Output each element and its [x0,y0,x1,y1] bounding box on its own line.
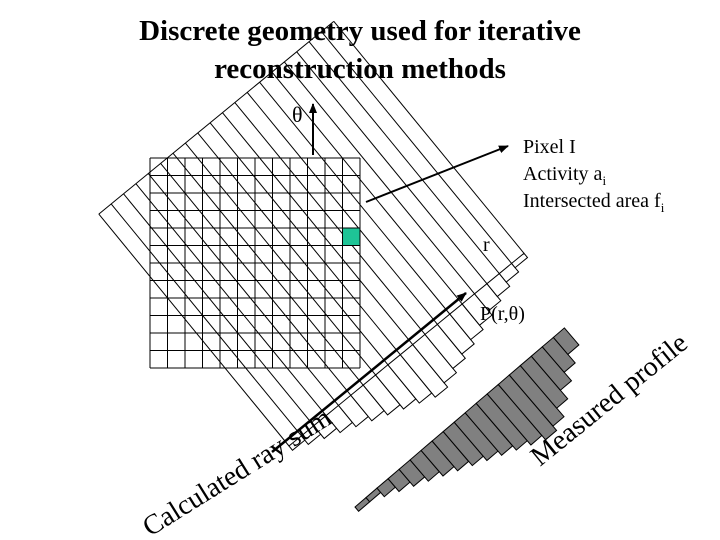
calculated-bar [424,323,467,370]
measured-bar [508,364,565,427]
calculated-bar [436,313,475,355]
pixel-grid [149,157,361,369]
ray-line [197,132,389,366]
measured-bar [519,355,569,409]
calculated-bar [399,343,449,398]
ray-line [98,213,290,447]
highlighted-pixel [342,227,361,246]
pixel-name-label: Pixel I [523,136,576,158]
ray-line [147,173,339,406]
ray-line [308,41,500,274]
measured-bar [541,336,576,374]
pixel-pointer-arrow [365,145,509,203]
ray-line [209,122,401,356]
ray-line [222,112,414,345]
ray-line [283,61,475,295]
calculated-bar [461,293,493,326]
ray-line [110,203,302,437]
ray-line [321,31,513,264]
ray-line [172,152,364,386]
ray-line [234,102,426,335]
calculated-bar [473,282,502,312]
slide-title: Discrete geometry used for iterative rec… [0,12,720,88]
projection-axis-arrow [271,292,467,453]
pixel-activity-label: Activity ai [523,163,606,188]
ray-line [333,21,525,254]
calculated-bar [449,303,484,341]
calculated-ray-sum-profile [288,252,529,452]
ray-line [123,193,315,427]
pixel-area-label: Intersected area fi [523,190,665,215]
ray-line [296,51,488,285]
calculated-bar [486,272,511,298]
calculated-bar [510,252,529,269]
ray-band-edge [98,20,335,215]
ray-line [160,163,352,396]
calculated-bar [411,333,458,384]
measured-profile [354,327,580,513]
projection-label: P(r,θ) [480,303,525,325]
ray-line [259,81,451,315]
measured-bar [552,327,580,356]
calculated-bar [498,262,520,283]
calculated-ray-sum-label: Calculated ray sum [137,402,337,540]
ray-strips [98,20,525,447]
measured-bar [497,374,558,441]
measured-bar [530,346,573,391]
title-line-1: Discrete geometry used for iterative [139,15,581,47]
r-label: r [483,234,490,256]
theta-label: θ [292,102,303,127]
ray-line [271,71,463,305]
ray-line [184,142,376,376]
ray-line [135,183,327,416]
